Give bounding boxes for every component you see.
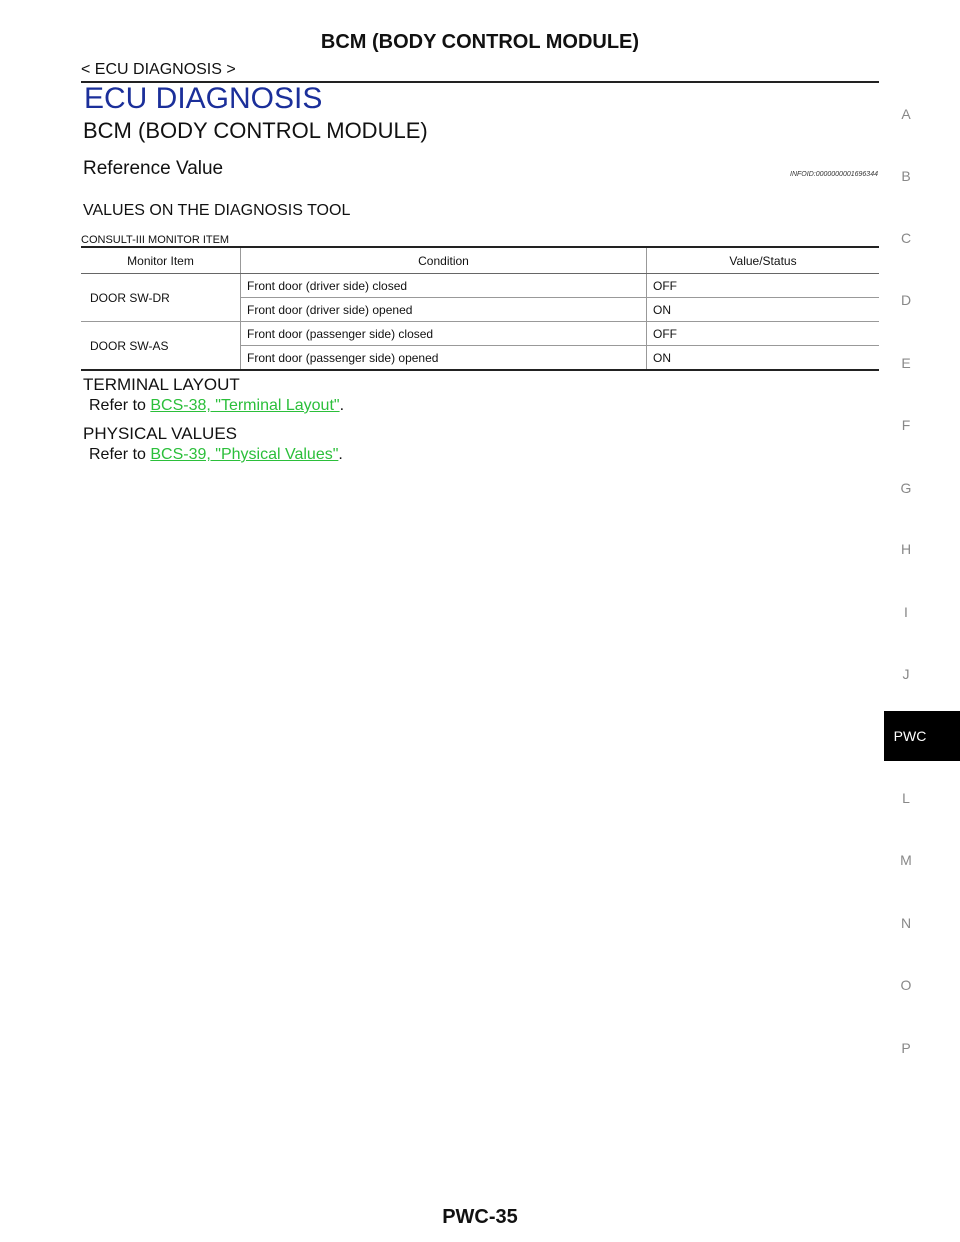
side-index-letter-i[interactable]: I <box>904 604 908 620</box>
page-number: PWC-35 <box>442 1206 518 1228</box>
value-cell: OFF <box>646 321 879 346</box>
monitor-item-table: Monitor Item Condition Value/Status DOOR… <box>81 246 879 371</box>
refer-prefix: Refer to <box>89 397 151 414</box>
side-index-letter-b[interactable]: B <box>901 168 911 184</box>
side-index-letter-l[interactable]: L <box>902 790 910 806</box>
terminal-layout-heading: TERMINAL LAYOUT <box>83 375 240 394</box>
condition-cell: Front door (passenger side) opened <box>240 345 647 370</box>
monitor-item-name: DOOR SW-AS <box>90 338 169 353</box>
value-cell: ON <box>646 345 879 370</box>
table-header-row: Monitor Item Condition Value/Status <box>81 247 879 274</box>
table-row: DOOR SW-DR Front door (driver side) clos… <box>81 273 879 322</box>
physical-values-heading: PHYSICAL VALUES <box>83 424 238 443</box>
side-index-letter-c[interactable]: C <box>900 230 912 246</box>
column-header-monitor-item: Monitor Item <box>81 247 241 274</box>
values-heading: VALUES ON THE DIAGNOSIS TOOL <box>83 202 351 219</box>
side-index-letter-m[interactable]: M <box>900 852 912 868</box>
side-index-letter-n[interactable]: N <box>900 915 912 931</box>
value-cell: ON <box>646 297 879 322</box>
table-row: Front door (passenger side) opened ON <box>81 345 879 370</box>
column-header-condition: Condition <box>240 247 647 274</box>
subsection-title: BCM (BODY CONTROL MODULE) <box>83 118 428 143</box>
side-index-letter-d[interactable]: D <box>900 292 912 308</box>
table-row: DOOR SW-AS Front door (passenger side) c… <box>81 321 879 353</box>
condition-cell: Front door (driver side) opened <box>240 297 647 322</box>
page-header-title: BCM (BODY CONTROL MODULE) <box>320 31 640 53</box>
monitor-item-name: DOOR SW-DR <box>81 273 241 322</box>
breadcrumb: < ECU DIAGNOSIS > <box>81 61 236 78</box>
side-index-letter-g[interactable]: G <box>900 480 912 496</box>
physical-values-reference: Refer to BCS-39, "Physical Values". <box>89 446 343 464</box>
info-id: INFOID:0000000001696344 <box>790 171 878 178</box>
terminal-layout-reference: Refer to BCS-38, "Terminal Layout". <box>89 397 344 415</box>
terminal-layout-link[interactable]: BCS-38, "Terminal Layout" <box>150 397 340 414</box>
header-divider <box>81 81 879 83</box>
side-index-letter-f[interactable]: F <box>901 417 911 433</box>
table-row: Front door (driver side) opened ON <box>81 297 879 322</box>
side-index-letter-j[interactable]: J <box>902 666 910 682</box>
side-index-letter-a[interactable]: A <box>901 106 911 122</box>
physical-values-link[interactable]: BCS-39, "Physical Values" <box>150 446 339 463</box>
value-cell: OFF <box>646 273 879 298</box>
monitor-heading: CONSULT-III MONITOR ITEM <box>81 234 230 246</box>
section-title: ECU DIAGNOSIS <box>84 82 323 115</box>
condition-cell: Front door (passenger side) closed <box>240 321 647 346</box>
refer-suffix: . <box>338 446 343 463</box>
side-index-letter-h[interactable]: H <box>900 541 912 557</box>
side-index-letter-e[interactable]: E <box>901 355 911 371</box>
refer-prefix: Refer to <box>89 446 151 463</box>
side-index-active-tab[interactable]: PWC <box>884 711 960 761</box>
column-header-value-status: Value/Status <box>646 247 879 274</box>
reference-value-title: Reference Value <box>83 158 224 179</box>
side-index-letter-o[interactable]: O <box>900 977 912 993</box>
condition-cell: Front door (driver side) closed <box>240 273 647 298</box>
refer-suffix: . <box>339 397 345 414</box>
side-index-letter-p[interactable]: P <box>901 1040 911 1056</box>
